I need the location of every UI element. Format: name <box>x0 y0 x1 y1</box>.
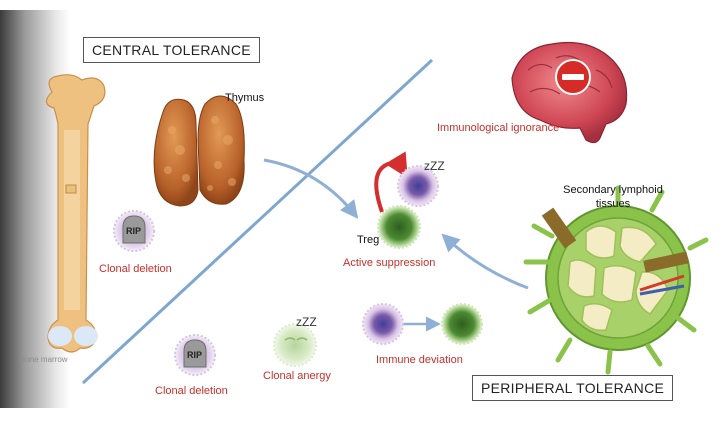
immune-deviation-label: Immune deviation <box>376 354 463 366</box>
clonal-deletion-label-bottom: Clonal deletion <box>155 385 228 397</box>
bone-icon <box>45 74 106 353</box>
arrow-thymus-to-treg <box>263 158 359 219</box>
lymph-node-icon <box>523 185 709 375</box>
rip-cell-top-icon <box>113 210 155 252</box>
thymus-label: Thymus <box>225 92 265 104</box>
immune-deviation-source-cell-icon <box>362 303 404 345</box>
anergic-cell-icon <box>273 323 317 367</box>
rip-label-top: RIP <box>126 226 142 236</box>
zzz-anergy-icon: zZZ <box>296 315 317 329</box>
bone-marrow-label: Bone marrow <box>20 355 68 364</box>
rip-label-bottom: RIP <box>187 350 203 360</box>
zzz-suppressed-icon: zZZ <box>424 159 445 173</box>
arrow-node-to-suppression <box>441 233 529 290</box>
immunological-ignorance-label: Immunological ignorance <box>437 122 560 134</box>
secondary-lymphoid-label-line2: tissues <box>595 198 631 210</box>
immune-deviation-target-cell-icon <box>441 303 483 345</box>
no-entry-icon <box>555 59 591 95</box>
treg-label: Treg <box>357 234 380 246</box>
rip-cell-bottom-icon <box>174 334 216 376</box>
central-tolerance-title: CENTRAL TOLERANCE <box>83 37 260 63</box>
red-curved-arrow-icon <box>374 151 408 213</box>
peripheral-tolerance-title: PERIPHERAL TOLERANCE <box>472 375 674 401</box>
suppressed-cell-icon <box>397 165 439 207</box>
secondary-lymphoid-label-line1: Secondary lymphoid <box>563 184 663 196</box>
active-suppression-label: Active suppression <box>343 257 436 269</box>
clonal-deletion-label-top: Clonal deletion <box>99 263 172 275</box>
clonal-anergy-label: Clonal anergy <box>263 370 331 382</box>
thymus-icon <box>153 95 245 207</box>
treg-cell-icon <box>377 205 421 249</box>
divider-line <box>81 58 434 385</box>
